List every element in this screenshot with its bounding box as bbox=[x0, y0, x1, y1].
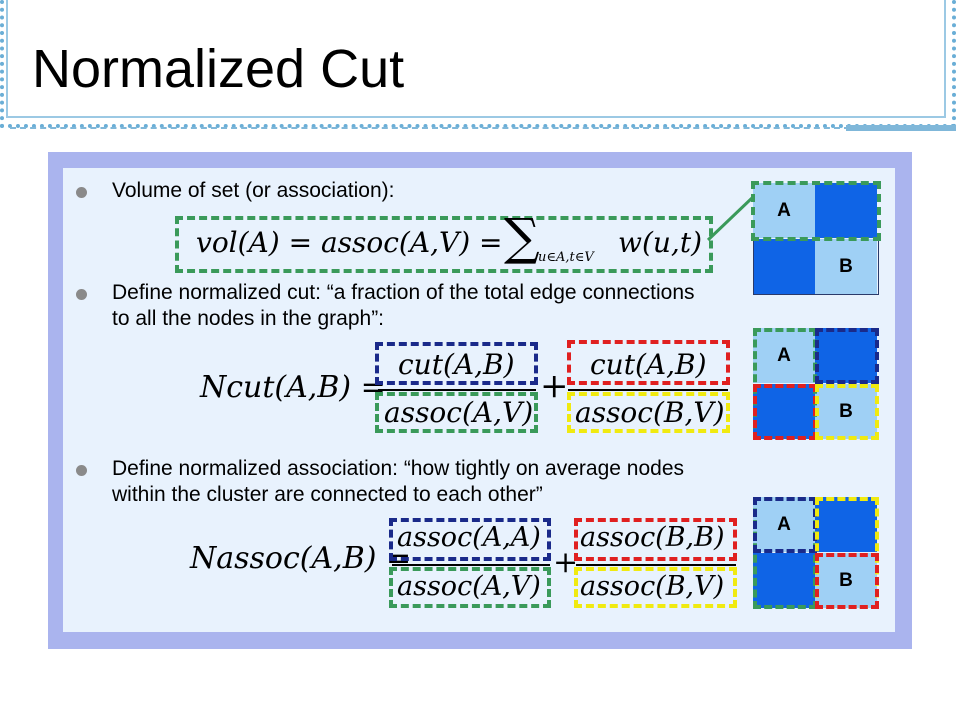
title-inner-frame bbox=[6, 0, 946, 118]
ncut-den2-box bbox=[567, 392, 730, 433]
title-frame bbox=[0, 0, 956, 128]
vol-equation-box bbox=[175, 216, 713, 273]
bullet-dot-icon bbox=[76, 289, 87, 300]
partition-matrix-ncut: A B bbox=[753, 328, 879, 440]
cell-a: A bbox=[753, 183, 815, 238]
nassoc-num1-box bbox=[389, 518, 551, 561]
vol-equation-rhs: w(u,t) bbox=[618, 226, 702, 259]
cell-ab bbox=[815, 183, 877, 238]
vol-equation-lhs: vol(A) = assoc(A,V) = bbox=[196, 226, 503, 259]
ncut-lhs: Ncut(A,B) = bbox=[200, 370, 386, 405]
cell-b: B bbox=[815, 384, 877, 439]
cell-b: B bbox=[815, 553, 877, 608]
title-divider bbox=[10, 127, 850, 129]
cell-ba bbox=[753, 239, 815, 294]
page-title: Normalized Cut bbox=[32, 39, 405, 99]
plus-sign: + bbox=[553, 545, 579, 580]
plus-sign: + bbox=[540, 366, 569, 406]
nassoc-den1-box bbox=[389, 567, 551, 608]
matrix-highlight-bb bbox=[815, 553, 879, 609]
matrix-highlight-b bbox=[815, 384, 879, 440]
title-accent-bar bbox=[846, 125, 956, 131]
matrix-highlight-aa bbox=[753, 497, 817, 553]
bullet-text: Volume of set (or association): bbox=[112, 179, 395, 202]
ncut-num1-box bbox=[375, 342, 538, 385]
vol-equation-subscript: u∈A,t∈V bbox=[538, 250, 594, 265]
matrix-highlight-row-a bbox=[751, 181, 881, 241]
ncut-den2: assoc(B,V) bbox=[575, 396, 725, 429]
fraction-line bbox=[392, 564, 550, 566]
fraction-line bbox=[378, 389, 536, 391]
cell-ba bbox=[753, 384, 815, 439]
matrix-highlight-cut-top bbox=[815, 328, 879, 384]
bullet-text: Define normalized cut: “a fraction of th… bbox=[112, 281, 695, 330]
cell-ba bbox=[753, 553, 815, 608]
nassoc-num2: assoc(B,B) bbox=[580, 522, 725, 553]
sum-icon: ∑ bbox=[504, 208, 540, 266]
nassoc-den1: assoc(A,V) bbox=[397, 571, 541, 602]
cell-a: A bbox=[753, 497, 815, 552]
cell-ab bbox=[815, 328, 877, 383]
matrix-highlight-cut-bottom bbox=[753, 384, 817, 440]
nassoc-lhs: Nassoc(A,B) = bbox=[190, 541, 412, 576]
nassoc-num2-box bbox=[574, 518, 737, 561]
bullet-dot-icon bbox=[76, 187, 87, 198]
bullet-dot-icon bbox=[76, 465, 87, 476]
fraction-line bbox=[576, 564, 736, 566]
ncut-num2: cut(A,B) bbox=[590, 348, 707, 381]
nassoc-den2-box bbox=[574, 567, 737, 608]
nassoc-den2: assoc(B,V) bbox=[580, 571, 725, 602]
ncut-num2-box bbox=[567, 340, 730, 385]
ncut-num1: cut(A,B) bbox=[398, 348, 515, 381]
ncut-den1: assoc(A,V) bbox=[384, 396, 534, 429]
partition-matrix-volume: A B bbox=[751, 181, 881, 295]
cell-ab bbox=[815, 497, 877, 552]
matrix-bottom-outline bbox=[753, 239, 879, 295]
nassoc-num1: assoc(A,A) bbox=[397, 522, 541, 553]
bullet-text: Define normalized association: “how tigh… bbox=[112, 457, 684, 506]
fraction-line bbox=[568, 389, 728, 391]
connector-line bbox=[706, 196, 754, 242]
cell-a: A bbox=[753, 328, 815, 383]
cell-b: B bbox=[815, 239, 877, 294]
ncut-den1-box bbox=[375, 392, 538, 433]
partition-matrix-nassoc: A B bbox=[753, 497, 879, 609]
